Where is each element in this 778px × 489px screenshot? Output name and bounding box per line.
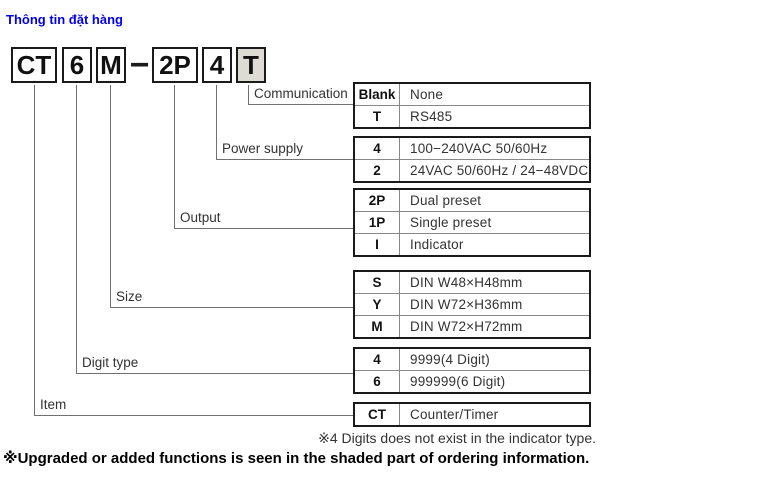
- option-value-cell: 24VAC 50/60Hz / 24−48VDC: [410, 163, 589, 178]
- connector-hline-communication: [248, 104, 353, 105]
- group-label-output: Output: [180, 210, 221, 225]
- connector-vline-power-supply: [216, 85, 217, 159]
- option-value-cell: DIN W72×H36mm: [410, 297, 523, 312]
- option-table-item: CT Counter/Timer: [353, 402, 591, 427]
- table-row: 4 9999(4 Digit): [355, 349, 589, 370]
- option-key-cell: M: [355, 316, 400, 337]
- option-value-cell: 9999(4 Digit): [410, 352, 490, 367]
- table-row: 2P Dual preset: [355, 190, 589, 211]
- group-label-size: Size: [116, 289, 143, 304]
- option-value-cell: Single preset: [410, 215, 492, 230]
- option-key-cell: Y: [355, 294, 400, 315]
- option-value-cell: Counter/Timer: [410, 407, 499, 422]
- option-key-cell: Blank: [355, 84, 400, 105]
- code-box-t: T: [236, 47, 266, 83]
- table-row: 6 999999(6 Digit): [355, 370, 589, 392]
- option-key-cell: CT: [355, 404, 400, 425]
- note-indicator-type: ※4 Digits does not exist in the indicato…: [318, 430, 596, 446]
- group-label-power-supply: Power supply: [222, 141, 304, 156]
- connector-hline-size: [110, 307, 353, 308]
- table-row: 2 24VAC 50/60Hz / 24−48VDC: [355, 159, 589, 181]
- connector-vline-size: [110, 85, 111, 307]
- option-key-cell: 6: [355, 371, 400, 392]
- connector-vline-digit-type: [76, 85, 77, 373]
- option-key-cell: 4: [355, 138, 400, 159]
- group-label-item: Item: [40, 397, 67, 412]
- table-row: I Indicator: [355, 233, 589, 255]
- table-row: Blank None: [355, 84, 589, 105]
- code-box-ct: CT: [11, 47, 57, 83]
- code-box-2p: 2P: [152, 47, 198, 83]
- option-key-cell: I: [355, 234, 400, 255]
- option-key-cell: 2P: [355, 190, 400, 211]
- group-label-digit-type: Digit type: [82, 355, 139, 370]
- option-value-cell: DIN W72×H72mm: [410, 319, 523, 334]
- option-value-cell: RS485: [410, 109, 453, 124]
- connector-vline-output: [174, 85, 175, 228]
- option-value-cell: Indicator: [410, 237, 464, 252]
- table-row: M DIN W72×H72mm: [355, 315, 589, 337]
- connector-vline-communication: [248, 85, 249, 104]
- connector-hline-item: [34, 415, 353, 416]
- option-key-cell: T: [355, 106, 400, 127]
- option-table-power-supply: 4 100−240VAC 50/60Hz 2 24VAC 50/60Hz / 24−4…: [353, 136, 591, 183]
- connector-hline-power-supply: [216, 159, 353, 160]
- table-row: CT Counter/Timer: [355, 404, 589, 425]
- option-key-cell: 4: [355, 349, 400, 370]
- option-value-cell: Dual preset: [410, 193, 482, 208]
- table-row: S DIN W48×H48mm: [355, 272, 589, 293]
- group-label-communication: Communication: [254, 86, 348, 101]
- option-key-cell: 1P: [355, 212, 400, 233]
- option-key-cell: S: [355, 272, 400, 293]
- option-key-cell: 2: [355, 160, 400, 181]
- table-row: 4 100−240VAC 50/60Hz: [355, 138, 589, 159]
- code-box-4: 4: [202, 47, 232, 83]
- option-value-cell: 999999(6 Digit): [410, 374, 506, 389]
- option-value-cell: DIN W48×H48mm: [410, 275, 523, 290]
- code-dash: −: [129, 45, 150, 84]
- table-row: 1P Single preset: [355, 211, 589, 233]
- option-value-cell: 100−240VAC 50/60Hz: [410, 141, 548, 156]
- table-row: T RS485: [355, 105, 589, 127]
- option-value-cell: None: [410, 87, 444, 102]
- connector-vline-item: [34, 85, 35, 415]
- code-box-m: M: [96, 47, 126, 83]
- code-box-6: 6: [62, 47, 92, 83]
- connector-hline-output: [174, 228, 353, 229]
- page-title: Thông tin đặt hàng: [6, 12, 123, 27]
- option-table-digit-type: 4 9999(4 Digit) 6 999999(6 Digit): [353, 347, 591, 394]
- note-upgraded-functions: ※Upgraded or added functions is seen in …: [3, 450, 590, 467]
- table-row: Y DIN W72×H36mm: [355, 293, 589, 315]
- connector-hline-digit-type: [76, 373, 353, 374]
